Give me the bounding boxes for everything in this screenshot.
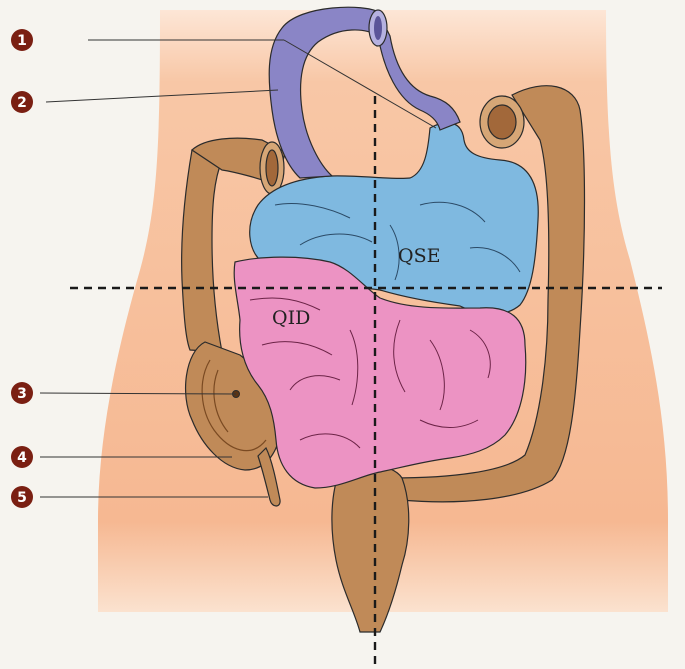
quadrant-label-qid: QID bbox=[272, 307, 310, 329]
svg-text:5: 5 bbox=[17, 490, 27, 506]
esophagus bbox=[268, 6, 461, 179]
svg-text:4: 4 bbox=[17, 450, 27, 466]
descending-colon bbox=[391, 85, 586, 503]
marker-5: 5 bbox=[11, 486, 33, 508]
svg-text:2: 2 bbox=[17, 95, 27, 111]
rectum bbox=[331, 463, 410, 633]
leader-line-3 bbox=[39, 392, 237, 395]
leader-line-2 bbox=[45, 89, 279, 103]
svg-text:1: 1 bbox=[17, 33, 27, 49]
small-intestine bbox=[233, 256, 527, 489]
marker-4: 4 bbox=[11, 446, 33, 468]
appendix bbox=[257, 446, 281, 507]
marker-3: 3 bbox=[11, 382, 33, 404]
marker-1: 1 bbox=[11, 29, 33, 51]
marker-2: 2 bbox=[11, 91, 33, 113]
svg-text:3: 3 bbox=[17, 386, 27, 402]
quadrant-label-qse: QSE bbox=[398, 245, 440, 267]
